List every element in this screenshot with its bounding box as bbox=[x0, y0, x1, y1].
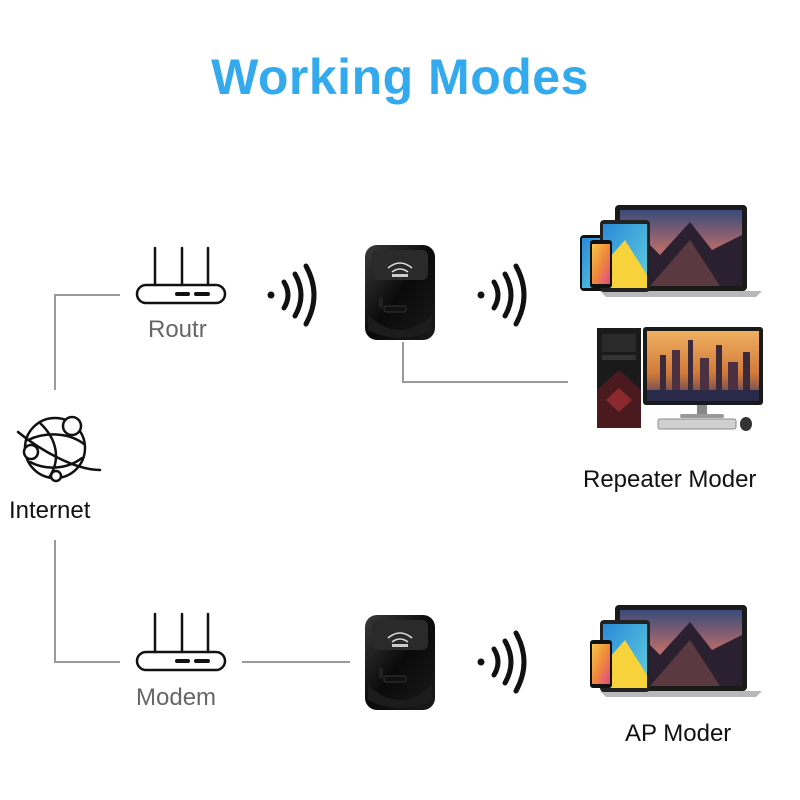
wifi-signal-icon bbox=[477, 263, 527, 327]
laptop-phone-icon bbox=[590, 605, 762, 697]
connection-lines bbox=[54, 294, 568, 663]
wifi-signal-icon bbox=[477, 630, 527, 694]
modem-icon bbox=[135, 612, 227, 672]
router-icon bbox=[135, 246, 227, 305]
ap-mode-label: AP Moder bbox=[625, 720, 732, 747]
line-internet-modem bbox=[54, 540, 120, 663]
line-repeater-desktop bbox=[402, 342, 568, 383]
page-title: Working Modes bbox=[211, 49, 589, 105]
modem-label: Modem bbox=[136, 684, 217, 711]
wifi-repeater-icon bbox=[365, 615, 435, 710]
wifi-repeater-icon bbox=[365, 245, 435, 340]
router-label: Routr bbox=[148, 316, 207, 343]
line-internet-router bbox=[54, 294, 120, 390]
laptop-phone-icon bbox=[580, 205, 762, 297]
repeater-mode-label: Repeater Moder bbox=[583, 466, 757, 493]
wifi-signal-icon bbox=[267, 263, 317, 327]
desktop-pc-icon bbox=[597, 327, 763, 431]
globe-network-icon bbox=[16, 415, 102, 483]
internet-label: Internet bbox=[9, 497, 91, 524]
